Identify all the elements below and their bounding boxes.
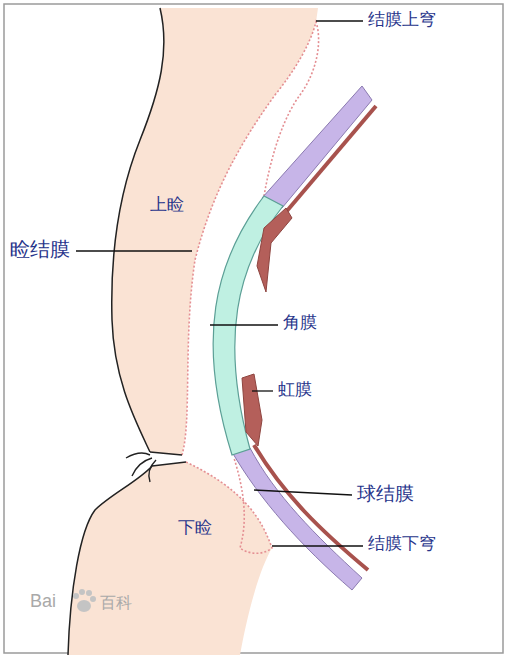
part-label: 睑结膜 — [10, 238, 70, 261]
eyelashes — [126, 452, 186, 482]
watermark-text: Bai — [30, 591, 56, 612]
part-label: 角膜 — [283, 313, 317, 333]
paw-toe — [79, 589, 85, 595]
part-label: 下睑 — [178, 518, 212, 538]
part-label: 虹膜 — [278, 380, 312, 400]
part-label: 上睑 — [150, 195, 184, 215]
watermark-text: 百科 — [100, 594, 132, 612]
paw-toe — [90, 596, 96, 602]
skin-outline — [112, 8, 164, 452]
leader-line — [76, 250, 192, 251]
paw-pad — [77, 600, 91, 612]
sclera — [232, 448, 362, 590]
paw-toe — [73, 593, 79, 599]
part-label: 结膜上穹 — [368, 10, 436, 30]
leader-line — [252, 390, 273, 391]
iris-upper — [257, 208, 292, 292]
leader-lines — [76, 21, 363, 546]
leader-line — [272, 545, 363, 546]
part-label: 结膜下穹 — [368, 534, 436, 554]
choroid — [254, 445, 368, 570]
palpebral-conjunctiva — [182, 22, 319, 455]
leader-line — [254, 490, 352, 495]
leader-line — [210, 324, 278, 325]
sclera — [262, 86, 372, 208]
part-label: 球结膜 — [357, 483, 414, 505]
paw-toe — [86, 590, 92, 596]
iris-lower — [242, 374, 262, 446]
watermark-paw — [73, 589, 96, 612]
skin-outline — [68, 466, 152, 655]
leader-line — [316, 20, 363, 21]
choroid — [286, 106, 376, 212]
upper-eyelid — [112, 8, 318, 455]
